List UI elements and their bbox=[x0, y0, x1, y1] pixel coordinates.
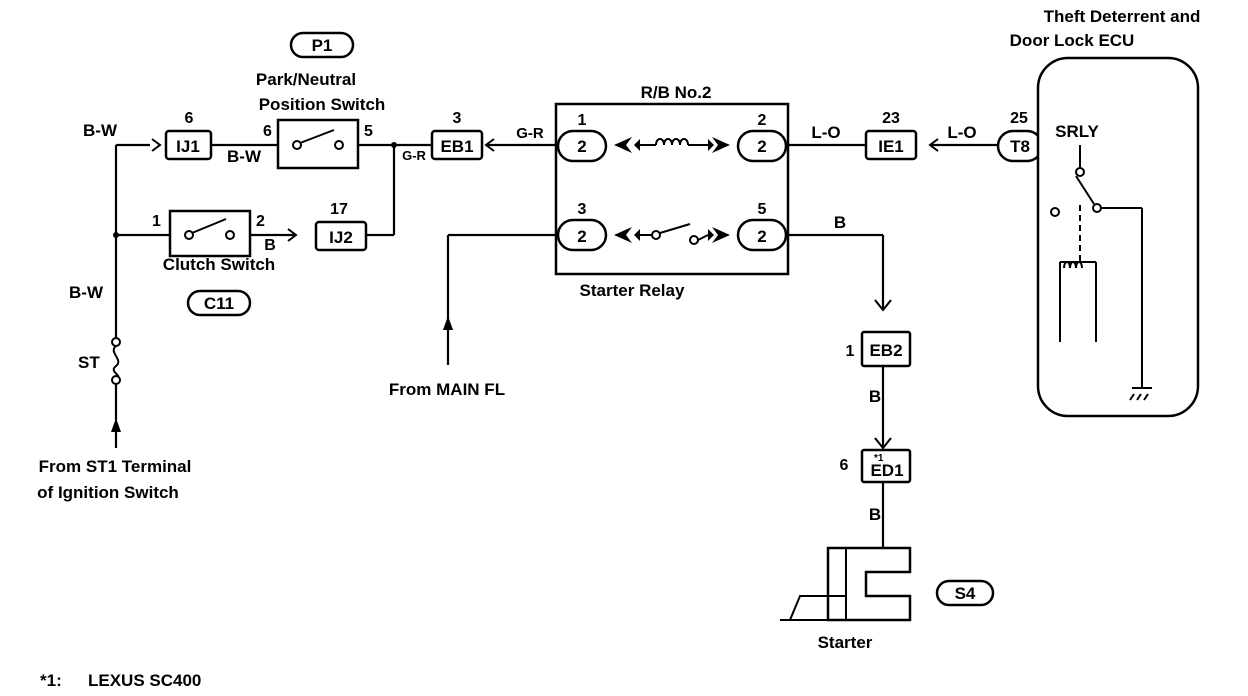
clutch-pin-in: 1 bbox=[152, 213, 161, 230]
wire-bw-top: B-W bbox=[83, 121, 118, 140]
t8-connector-label: T8 bbox=[1010, 137, 1030, 156]
footnote-mark: *1: bbox=[40, 671, 62, 690]
wire-b-ed1: B bbox=[869, 505, 881, 524]
rb-oval-1: 2 bbox=[577, 137, 586, 156]
s4-code: S4 bbox=[955, 584, 976, 603]
footnote-text: LEXUS SC400 bbox=[88, 671, 201, 690]
wire-b-clutch: B bbox=[264, 237, 276, 254]
wire-lo-2: L-O bbox=[947, 123, 976, 142]
rb-no2-block bbox=[554, 102, 790, 276]
rb-pin-1: 1 bbox=[578, 112, 587, 129]
st-fuse bbox=[111, 337, 121, 385]
rb-pin-5: 5 bbox=[758, 201, 767, 218]
p1-badge bbox=[289, 31, 355, 59]
b-wire-down bbox=[786, 233, 912, 548]
rb-pin-3: 3 bbox=[578, 201, 587, 218]
p1-code: P1 bbox=[312, 36, 333, 55]
s4-badge bbox=[935, 579, 995, 607]
park-neutral-name-1: Park/Neutral bbox=[256, 70, 356, 89]
ecu-terminal: SRLY bbox=[1055, 122, 1099, 141]
st1-source-line2: of Ignition Switch bbox=[37, 483, 179, 502]
rb-oval-5: 2 bbox=[757, 227, 766, 246]
wire-gr-junction: G-R bbox=[402, 148, 426, 163]
wire-bw-left: B-W bbox=[69, 283, 104, 302]
eb2-pin: 1 bbox=[846, 343, 855, 360]
wire-bw-mid: B-W bbox=[227, 147, 262, 166]
ecu-block bbox=[1036, 56, 1200, 418]
starter-relay-name: Starter Relay bbox=[580, 281, 685, 300]
wire-b-eb2: B bbox=[869, 387, 881, 406]
park-neutral-pin-in: 6 bbox=[263, 123, 272, 140]
wire-lo-1: L-O bbox=[811, 123, 840, 142]
ed1-pin: 6 bbox=[840, 457, 849, 474]
lo-wire bbox=[786, 129, 1044, 163]
c11-code: C11 bbox=[204, 294, 234, 313]
eb1-connector bbox=[430, 129, 558, 161]
clutch-switch bbox=[168, 209, 298, 258]
ecu-title-1: Theft Deterrent and bbox=[1044, 7, 1201, 26]
ecu-pin: 25 bbox=[1010, 110, 1028, 127]
ij2-connector bbox=[314, 145, 396, 252]
rb-pin-2: 2 bbox=[758, 112, 767, 129]
ij2-pin: 17 bbox=[330, 201, 348, 218]
ie1-pin: 23 bbox=[882, 110, 900, 127]
park-neutral-name-2: Position Switch bbox=[259, 95, 386, 114]
ed1-label: ED1 bbox=[870, 461, 903, 480]
bw-trunk bbox=[113, 143, 172, 420]
st1-source-arrow bbox=[111, 418, 121, 448]
clutch-pin-out: 2 bbox=[256, 213, 265, 230]
starter-name: Starter bbox=[818, 633, 873, 652]
wire-b-relay: B bbox=[834, 213, 846, 232]
st1-source-line1: From ST1 Terminal bbox=[39, 457, 192, 476]
rb-title: R/B No.2 bbox=[641, 83, 712, 102]
main-fl-source: From MAIN FL bbox=[389, 380, 505, 399]
eb1-pin: 3 bbox=[453, 110, 462, 127]
ij1-label: IJ1 bbox=[176, 137, 200, 156]
ij1-connector bbox=[151, 129, 213, 161]
rb-oval-3: 2 bbox=[577, 227, 586, 246]
eb1-label: EB1 bbox=[440, 137, 473, 156]
park-neutral-pin-out: 5 bbox=[364, 123, 373, 140]
main-fl-wire bbox=[443, 233, 558, 365]
eb2-label: EB2 bbox=[869, 341, 902, 360]
ecu-title-2: Door Lock ECU bbox=[1010, 31, 1135, 50]
starter-motor bbox=[780, 546, 912, 622]
clutch-switch-name: Clutch Switch bbox=[163, 255, 275, 274]
ie1-label: IE1 bbox=[878, 137, 904, 156]
st-fuse-name: ST bbox=[78, 353, 100, 372]
rb-oval-2: 2 bbox=[757, 137, 766, 156]
ed1-mark: *1 bbox=[874, 453, 884, 464]
ij1-pin: 6 bbox=[185, 110, 194, 127]
c11-badge bbox=[186, 289, 252, 317]
ij2-label: IJ2 bbox=[329, 228, 353, 247]
wire-gr-eb1: G-R bbox=[516, 125, 544, 142]
